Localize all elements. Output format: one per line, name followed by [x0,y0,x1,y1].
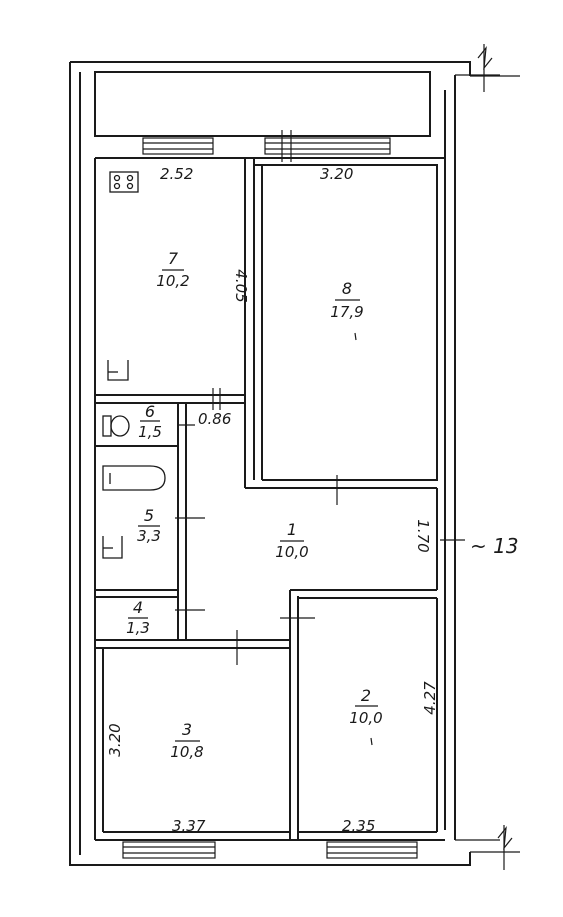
toilet-icon [102,415,130,437]
dim-hall-depth: 1.70 [414,519,432,553]
wall-break-marks [477,44,513,870]
room-5-area: 3,3 [137,527,161,545]
dim-bath-door: 0.86 [198,410,232,428]
room-3-number: 3 [181,720,193,739]
axis-marker: ~ 13 [470,534,519,558]
room-7-number: 7 [167,249,179,268]
area-ticks [354,332,373,746]
balcony [94,71,431,137]
room-2-number: 2 [360,686,372,705]
dim-room2-width: 2.35 [342,817,376,835]
room-6-area: 1,5 [138,423,162,441]
bottom-windows [122,841,418,859]
outer-walls [69,61,520,866]
room-1-area: 10,0 [275,543,309,561]
room-label-lines [128,269,378,742]
room-1-number: 1 [286,520,298,539]
room-8-number: 8 [341,279,353,298]
room-6-number: 6 [144,402,156,421]
room-5-number: 5 [143,506,155,525]
dim-kitchen-depth: 4.05 [232,269,250,303]
interior-walls [94,157,465,841]
dim-room8-width: 3.20 [320,165,354,183]
room-8-area: 17,9 [330,303,364,321]
room-4-area: 1,3 [126,619,150,637]
stove-icon [109,171,139,193]
dim-room2-depth: 4.27 [421,681,439,715]
washbasin-icon [102,536,123,559]
bathtub-icon [102,465,166,491]
dim-room3-width: 3.37 [172,817,206,835]
room-4-number: 4 [132,598,144,617]
dim-kitchen-width: 2.52 [160,165,194,183]
top-windows [142,130,391,162]
room-7-area: 10,2 [156,272,190,290]
room-3-area: 10,8 [170,743,204,761]
dim-room3-depth: 3.20 [106,723,124,757]
kitchen-sink-icon [107,360,129,381]
room-2-area: 10,0 [349,709,383,727]
